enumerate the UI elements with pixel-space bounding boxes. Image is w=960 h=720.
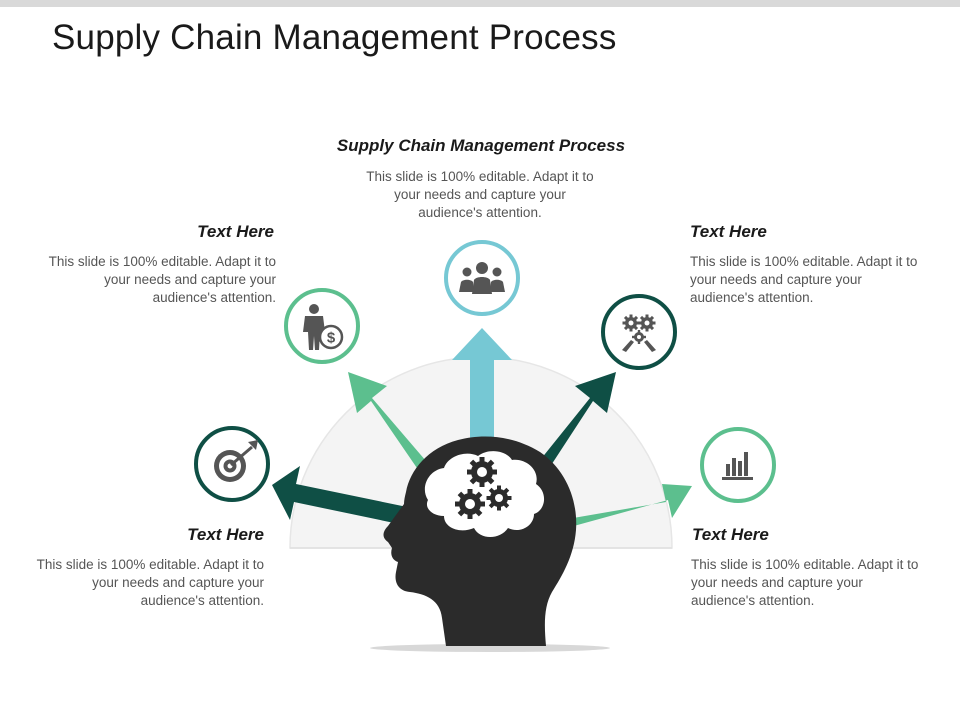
target-icon (214, 440, 258, 482)
head-silhouette (370, 436, 610, 652)
slide-title: Supply Chain Management Process (52, 18, 617, 57)
node-bar-chart (700, 427, 776, 503)
lower-left-description: This slide is 100% editable. Adapt it to… (36, 557, 264, 608)
upper-right-heading: Text Here (690, 222, 767, 241)
team-icon (459, 262, 505, 294)
top-description: This slide is 100% editable. Adapt it to… (366, 169, 594, 220)
gears-hands-icon (622, 314, 656, 352)
upper-left-description: This slide is 100% editable. Adapt it to… (48, 254, 276, 305)
arrow-top (452, 328, 512, 480)
businessman-dollar-icon: $ (303, 304, 344, 350)
node-businessman: $ (284, 288, 360, 364)
brain-gears-icon (455, 457, 512, 519)
lower-right-heading: Text Here (692, 525, 769, 544)
node-team (444, 240, 520, 316)
node-target (194, 426, 270, 502)
upper-left-heading: Text Here (197, 222, 274, 241)
svg-text:$: $ (327, 330, 336, 347)
node-gears-hands (601, 294, 677, 370)
upper-right-description: This slide is 100% editable. Adapt it to… (690, 254, 918, 305)
top-heading: Supply Chain Management Process (336, 136, 626, 155)
bar-chart-icon (722, 452, 753, 480)
top-bar (0, 0, 960, 7)
lower-left-heading: Text Here (187, 525, 264, 544)
lower-right-description: This slide is 100% editable. Adapt it to… (691, 557, 919, 608)
